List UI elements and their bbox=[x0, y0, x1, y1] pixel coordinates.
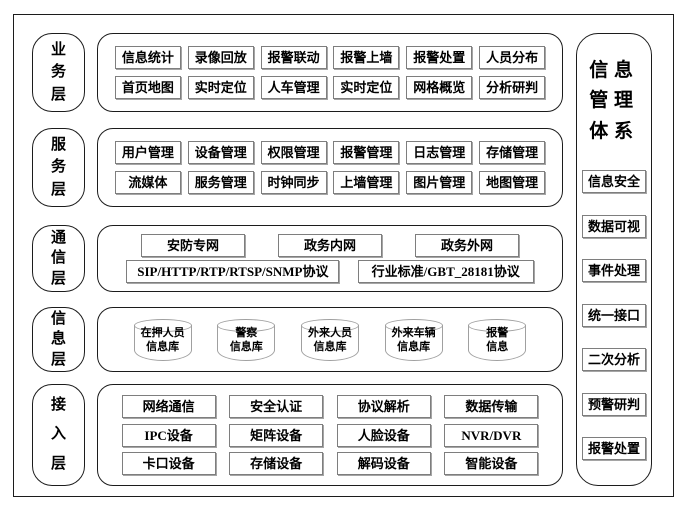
device-box: 卡口设备 bbox=[121, 452, 216, 476]
box-row: 卡口设备 存储设备 解码设备 智能设备 bbox=[108, 452, 552, 476]
box-row: IPC设备 矩阵设备 人脸设备 NVR/DVR bbox=[108, 423, 552, 447]
module-box: 首页地图 bbox=[114, 76, 181, 100]
box-row: SIP/HTTP/RTP/RTSP/SNMP协议 行业标准/GBT_28181协… bbox=[108, 260, 552, 284]
database-cylinder-icon: 外来车辆 信息库 bbox=[384, 318, 443, 361]
layer-label-access: 接入层 bbox=[32, 384, 85, 486]
network-box: 政务内网 bbox=[278, 233, 382, 257]
layer-label-information: 信息层 bbox=[32, 307, 85, 372]
module-box: 信息统计 bbox=[114, 45, 181, 69]
device-box: 矩阵设备 bbox=[229, 423, 324, 447]
database-cylinder-icon: 外来人员 信息库 bbox=[300, 318, 359, 361]
device-box: 人脸设备 bbox=[336, 423, 431, 447]
device-box: NVR/DVR bbox=[444, 423, 539, 447]
layer-label-service: 服务层 bbox=[32, 128, 85, 207]
module-box: 时钟同步 bbox=[260, 171, 327, 195]
module-box: 图片管理 bbox=[406, 171, 473, 195]
layer-container-communication: 安防专网 政务内网 政务外网 SIP/HTTP/RTP/RTSP/SNMP协议 … bbox=[97, 225, 563, 292]
module-box: 权限管理 bbox=[260, 140, 327, 164]
device-box: 安全认证 bbox=[229, 394, 324, 418]
right-panel-items: 信息安全 数据可视 事件处理 统一接口 二次分析 预警研判 报警处置 bbox=[577, 170, 651, 460]
layer-container-information: 在押人员 信息库 警察 信息库 外来人员 信息库 外来车辆 信息库 bbox=[97, 307, 563, 372]
module-box: 人车管理 bbox=[260, 76, 327, 100]
layer-label-text: 通信层 bbox=[50, 230, 66, 287]
module-box: 人员分布 bbox=[479, 45, 546, 69]
layer-container-business: 信息统计 录像回放 报警联动 报警上墙 报警处置 人员分布 首页地图 实时定位 … bbox=[97, 33, 563, 112]
database-cylinder-icon: 在押人员 信息库 bbox=[133, 318, 192, 361]
cylinder-top bbox=[300, 318, 359, 332]
network-box: 安防专网 bbox=[141, 233, 245, 257]
cylinder-top bbox=[468, 318, 527, 332]
layer-label-text: 业务层 bbox=[50, 41, 66, 103]
layer-row-business: 业务层 信息统计 录像回放 报警联动 报警上墙 报警处置 人员分布 首页地图 实… bbox=[0, 33, 684, 112]
module-box: 服务管理 bbox=[187, 171, 254, 195]
capability-box: 二次分析 bbox=[582, 348, 646, 371]
device-box: 存储设备 bbox=[229, 452, 324, 476]
module-box: 分析研判 bbox=[479, 76, 546, 100]
capability-box: 事件处理 bbox=[582, 259, 646, 282]
layer-label-text: 接入层 bbox=[50, 397, 66, 472]
module-box: 录像回放 bbox=[187, 45, 254, 69]
database-label: 外来车辆 信息库 bbox=[391, 326, 436, 354]
box-row: 首页地图 实时定位 人车管理 实时定位 网格概览 分析研判 bbox=[108, 76, 552, 100]
network-box: 政务外网 bbox=[415, 233, 519, 257]
module-box: 实时定位 bbox=[333, 76, 400, 100]
layer-label-text: 信息层 bbox=[50, 311, 66, 368]
module-box: 网格概览 bbox=[406, 76, 473, 100]
layer-label-communication: 通信层 bbox=[32, 225, 85, 292]
module-box: 日志管理 bbox=[406, 140, 473, 164]
database-label: 警察 信息库 bbox=[229, 326, 263, 354]
capability-box: 统一接口 bbox=[582, 303, 646, 327]
module-box: 流媒体 bbox=[114, 171, 181, 195]
capability-box: 预警研判 bbox=[582, 392, 646, 416]
layer-row-access: 接入层 网络通信 安全认证 协议解析 数据传输 IPC设备 矩阵设备 人脸设备 … bbox=[0, 384, 684, 486]
module-box: 存储管理 bbox=[479, 140, 546, 164]
database-label: 在押人员 信息库 bbox=[140, 326, 185, 354]
module-box: 实时定位 bbox=[187, 76, 254, 100]
right-panel-info-management-system: 信息管理体系 信息安全 数据可视 事件处理 统一接口 二次分析 预警研判 报警处… bbox=[576, 33, 652, 486]
box-row: 安防专网 政务内网 政务外网 bbox=[108, 233, 552, 257]
layer-container-service: 用户管理 设备管理 权限管理 报警管理 日志管理 存储管理 流媒体 服务管理 时… bbox=[97, 128, 563, 207]
module-box: 报警联动 bbox=[260, 45, 327, 69]
device-box: IPC设备 bbox=[121, 423, 216, 447]
right-panel-title-text: 信息管理体系 bbox=[589, 60, 639, 142]
layer-label-business: 业务层 bbox=[32, 33, 85, 112]
device-box: 解码设备 bbox=[336, 452, 431, 476]
module-box: 上墙管理 bbox=[333, 171, 400, 195]
capability-box: 数据可视 bbox=[582, 214, 646, 238]
database-label: 报警 信息 bbox=[486, 326, 509, 354]
database-cylinder-icon: 报警 信息 bbox=[468, 318, 527, 361]
device-box: 智能设备 bbox=[444, 452, 539, 476]
device-box: 数据传输 bbox=[444, 394, 539, 418]
database-row: 在押人员 信息库 警察 信息库 外来人员 信息库 外来车辆 信息库 bbox=[108, 312, 552, 367]
module-box: 报警上墙 bbox=[333, 45, 400, 69]
device-box: 协议解析 bbox=[336, 394, 431, 418]
cylinder-top bbox=[217, 318, 276, 332]
capability-box: 信息安全 bbox=[582, 170, 646, 193]
cylinder-top bbox=[133, 318, 192, 332]
database-cylinder-icon: 警察 信息库 bbox=[217, 318, 276, 361]
right-panel-title: 信息管理体系 bbox=[577, 56, 651, 147]
box-row: 信息统计 录像回放 报警联动 报警上墙 报警处置 人员分布 bbox=[108, 45, 552, 69]
layer-row-service: 服务层 用户管理 设备管理 权限管理 报警管理 日志管理 存储管理 流媒体 服务… bbox=[0, 128, 684, 207]
box-row: 网络通信 安全认证 协议解析 数据传输 bbox=[108, 394, 552, 418]
capability-box: 报警处置 bbox=[582, 437, 646, 460]
box-row: 用户管理 设备管理 权限管理 报警管理 日志管理 存储管理 bbox=[108, 140, 552, 164]
module-box: 地图管理 bbox=[479, 171, 546, 195]
module-box: 用户管理 bbox=[114, 140, 181, 164]
device-box: 网络通信 bbox=[121, 394, 216, 418]
protocol-box: SIP/HTTP/RTP/RTSP/SNMP协议 bbox=[126, 260, 340, 284]
protocol-box: 行业标准/GBT_28181协议 bbox=[357, 260, 534, 284]
layer-row-communication: 通信层 安防专网 政务内网 政务外网 SIP/HTTP/RTP/RTSP/SNM… bbox=[0, 225, 684, 292]
layer-label-text: 服务层 bbox=[50, 136, 66, 198]
module-box: 设备管理 bbox=[187, 140, 254, 164]
database-label: 外来人员 信息库 bbox=[307, 326, 352, 354]
layer-container-access: 网络通信 安全认证 协议解析 数据传输 IPC设备 矩阵设备 人脸设备 NVR/… bbox=[97, 384, 563, 486]
box-row: 流媒体 服务管理 时钟同步 上墙管理 图片管理 地图管理 bbox=[108, 171, 552, 195]
module-box: 报警处置 bbox=[406, 45, 473, 69]
layer-row-information: 信息层 在押人员 信息库 警察 信息库 外来人员 信息库 bbox=[0, 307, 684, 372]
module-box: 报警管理 bbox=[333, 140, 400, 164]
cylinder-top bbox=[384, 318, 443, 332]
